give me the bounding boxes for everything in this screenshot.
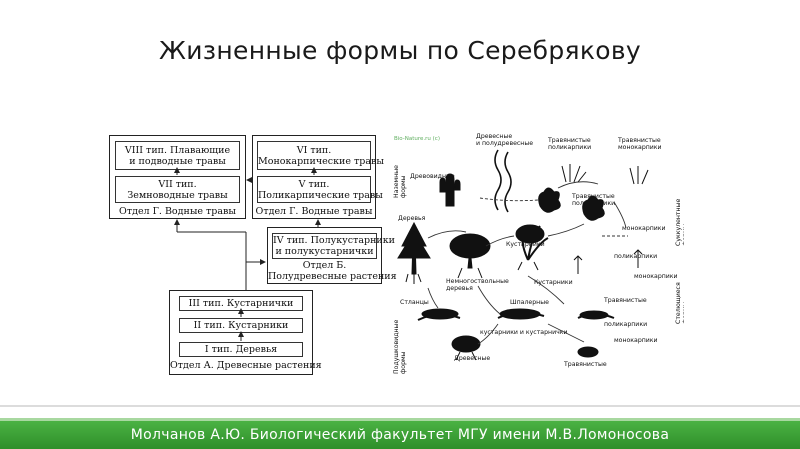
lbl-shrubs2: Кустарники: [534, 279, 573, 286]
footer-divider: [0, 405, 800, 407]
lbl-monocarpics2: монокарпики: [634, 273, 678, 280]
lbl-trellis: Шпалерные: [510, 299, 549, 306]
lbl-herbaceous: Травянистые: [603, 297, 647, 304]
lbl-polycarpics2: поликарпики: [604, 321, 647, 328]
lbl-trees: Деревья: [398, 215, 426, 222]
footer-bar: Молчанов А.Ю. Биологический факультет МГ…: [0, 418, 800, 449]
lbl-ground-forms: Наземныеформы: [393, 165, 407, 198]
lbl-succulent-forms: Суккулентныеформы: [675, 199, 684, 246]
lbl-dwarf-trees: Стланцы: [400, 299, 429, 306]
lbl-monocarpics: монокарпики: [622, 225, 666, 232]
lbl-woody: Древесные: [454, 355, 490, 362]
scheme-watermark: Bio-Nature.ru (c): [394, 136, 440, 142]
lbl-creeping-forms: Стелющиесяформы: [675, 282, 684, 324]
lbl-cushion-forms: Подушковидныеформы: [393, 320, 407, 374]
lbl-monocarpics3: монокарпики: [614, 337, 658, 344]
lbl-polycarpics: поликарпики: [614, 253, 657, 260]
lbl-herbaceous2: Травянистые: [563, 361, 607, 368]
